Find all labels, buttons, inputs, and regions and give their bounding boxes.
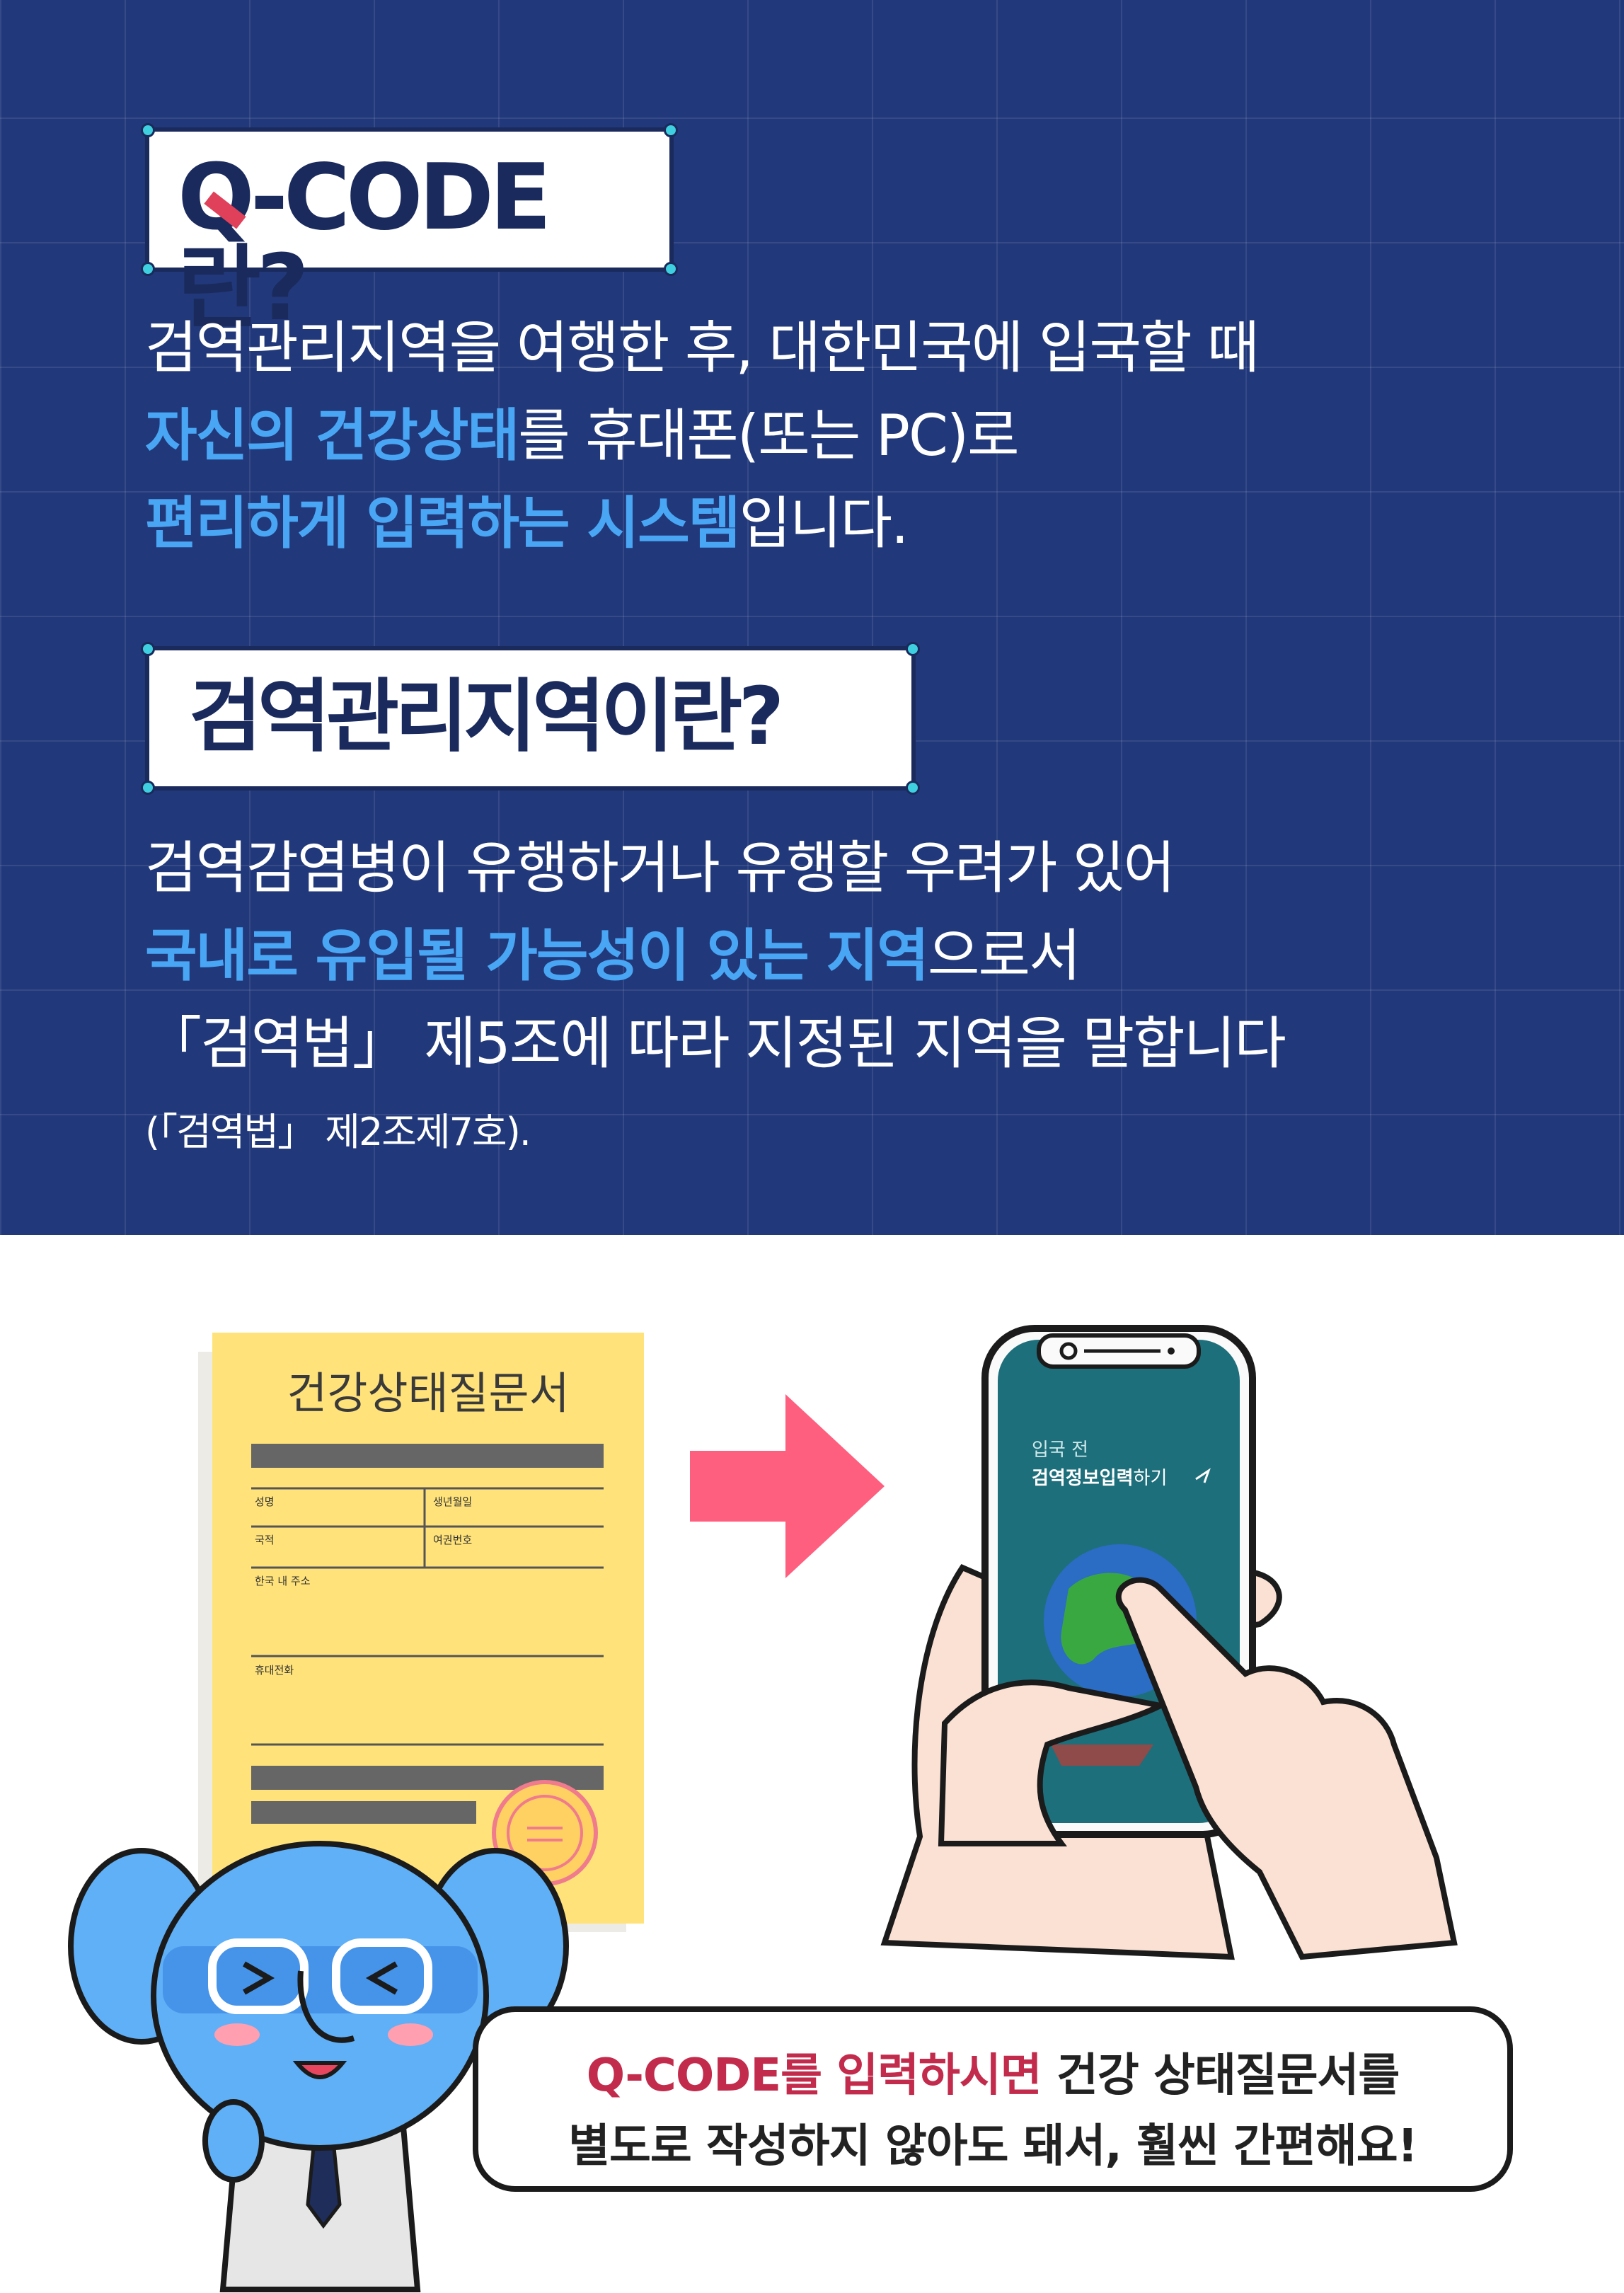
- form-title: 건강상태질문서: [287, 1367, 569, 1419]
- field-birth-label: 생년월일: [433, 1495, 472, 1508]
- left-fingers: [938, 1679, 1170, 1846]
- share-arrow-icon: [1195, 1468, 1211, 1483]
- speech-bubble: Q-CODE를 입력하시면 건강 상태질문서를 별도로 작성하지 않아도 돼서,…: [473, 2006, 1513, 2192]
- form-header-bar: [251, 1444, 604, 1468]
- closed-eye-right: [365, 1961, 398, 1995]
- bubble-line2: 별도로 작성하지 않아도 돼서, 훨씬 간편해요!: [568, 2120, 1418, 2173]
- right-hand-pointing: [1115, 1577, 1458, 1960]
- thumbs-up-hand-icon: [202, 2099, 265, 2183]
- field-name-label: 성명: [255, 1495, 275, 1508]
- field-passport-label: 여권번호: [433, 1534, 472, 1546]
- quarantine-area-title-tag: 검역관리지역이란?: [141, 642, 920, 795]
- qcode-desc-line1: 검역관리지역을 여행한 후, 대한민국에 입국할 때: [145, 315, 1260, 381]
- screen-line1: 입국 전: [1032, 1439, 1088, 1461]
- bubble-line1: Q-CODE를 입력하시면 건강 상태질문서를: [586, 2050, 1400, 2102]
- camera-icon: [1059, 1342, 1078, 1360]
- highlight-text: 국내로 유입될 가능성이 있는 지역: [145, 923, 929, 989]
- field-nation-label: 국적: [255, 1534, 275, 1546]
- corner-handle: [906, 781, 920, 795]
- corner-handle: [664, 123, 678, 137]
- corner-handle: [141, 262, 155, 276]
- qcode-title: Q-CODE란?: [178, 145, 551, 341]
- qcode-desc-line3: 편리하게 입력하는 시스템입니다.: [145, 490, 909, 556]
- field-phone-label: 휴대전화: [255, 1664, 294, 1677]
- glasses-left-lens: [208, 1938, 309, 2014]
- corner-handle: [141, 642, 155, 656]
- area-desc-line3: 「검역법」 제5조에 따라 지정된 지역을 말합니다: [145, 1011, 1286, 1076]
- health-questionnaire-paper: 건강상태질문서 성명 생년월일 국적 여권번호 한국 내 주소 휴대전화: [198, 1333, 644, 1932]
- area-desc-line1: 검역감염병이 유행하거나 유행할 우려가 있어: [145, 835, 1175, 901]
- smiling-mouth: [292, 2061, 347, 2079]
- area-desc-line2: 국내로 유입될 가능성이 있는 지역으로서: [145, 923, 1081, 989]
- qcode-title-tag: Q-CODE란?: [141, 123, 678, 334]
- q-logo-letter: Q: [178, 153, 255, 243]
- quarantine-area-description: 검역감염병이 유행하거나 유행할 우려가 있어 국내로 유입될 가능성이 있는 …: [145, 824, 1286, 1088]
- corner-handle: [906, 642, 920, 656]
- bubble-highlight: Q-CODE를 입력하시면: [586, 2050, 1042, 2102]
- elephant-mascot: [68, 1841, 569, 2292]
- highlight-text: 편리하게 입력하는 시스템: [145, 490, 740, 556]
- screen-line2: 검역정보입력하기: [1032, 1468, 1167, 1489]
- form-footer-bar: [251, 1801, 476, 1824]
- closed-eye-left: [243, 1961, 275, 1995]
- quarantine-area-title: 검역관리지역이란?: [189, 671, 784, 763]
- legal-reference-note: (「검역법」 제2조제7호).: [145, 1110, 531, 1154]
- cheek-blush: [388, 2023, 433, 2046]
- cheek-blush: [214, 2023, 260, 2046]
- illustration: 건강상태질문서 성명 생년월일 국적 여권번호 한국 내 주소 휴대전화 입국 …: [68, 1325, 1458, 2292]
- arrow-right-icon: [690, 1394, 885, 1578]
- info-section: Q-CODE란? 검역관리지역을 여행한 후, 대한민국에 입국할 때 자신의 …: [0, 0, 1624, 1235]
- glasses-right-lens: [332, 1938, 432, 2014]
- eyeglasses-band: [163, 1946, 478, 2013]
- highlight-text: 자신의 건강상태: [145, 403, 519, 469]
- phone-with-hands: 입국 전 검역정보입력하기: [880, 1325, 1458, 1960]
- ship-icon: [1051, 1745, 1153, 1766]
- qcode-description: 검역관리지역을 여행한 후, 대한민국에 입국할 때 자신의 건강상태를 휴대폰…: [145, 304, 1260, 568]
- corner-handle: [664, 262, 678, 276]
- corner-handle: [141, 781, 155, 795]
- field-address-label: 한국 내 주소: [255, 1575, 311, 1587]
- elephant-trunk: [297, 1970, 355, 2043]
- qcode-desc-line2: 자신의 건강상태를 휴대폰(또는 PC)로: [145, 403, 1020, 469]
- corner-handle: [141, 123, 155, 137]
